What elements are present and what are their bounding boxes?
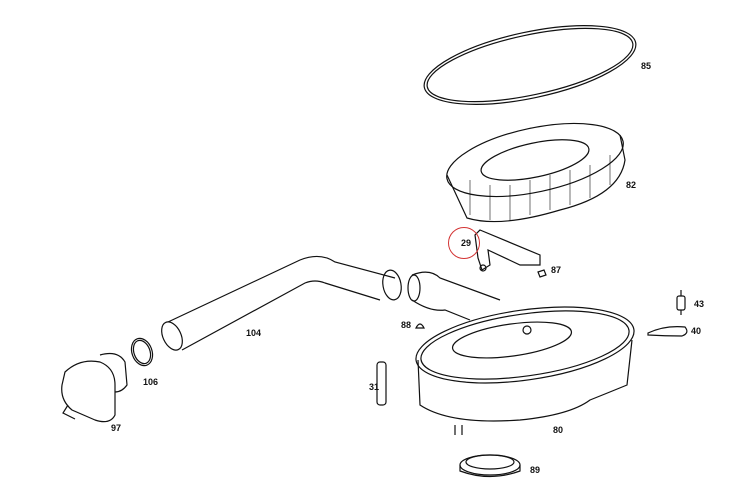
part-label-85[interactable]: 85	[641, 61, 652, 71]
bracket-29[interactable]	[474, 229, 541, 272]
part-label-106[interactable]: 106	[143, 377, 159, 387]
grommet-88[interactable]	[415, 323, 425, 329]
intake-pipe-104[interactable]	[158, 255, 404, 353]
part-label-97[interactable]: 97	[111, 423, 122, 433]
hose-clamp-106[interactable]	[128, 335, 156, 368]
plate-40[interactable]	[647, 326, 688, 337]
elbow-duct[interactable]	[407, 271, 501, 321]
part-label-88[interactable]: 88	[401, 320, 412, 330]
valve-43[interactable]	[676, 290, 686, 315]
gasket-ring-85[interactable]	[417, 10, 642, 119]
part-label-89[interactable]: 89	[530, 465, 541, 475]
part-label-40[interactable]: 40	[691, 326, 702, 336]
highlight-circle-29	[448, 227, 480, 259]
intake-funnel-97[interactable]	[61, 352, 128, 423]
filter-element-82[interactable]	[440, 110, 629, 223]
air-filter-housing-80[interactable]	[411, 295, 639, 435]
part-label-104[interactable]: 104	[246, 328, 262, 338]
part-label-43[interactable]: 43	[694, 299, 705, 309]
part-label-29[interactable]: 29	[461, 238, 472, 248]
part-label-82[interactable]: 82	[626, 180, 637, 190]
part-label-87[interactable]: 87	[551, 265, 562, 275]
part-label-31[interactable]: 31	[369, 382, 380, 392]
part-label-80[interactable]: 80	[553, 425, 564, 435]
tube-31[interactable]	[376, 361, 387, 406]
screw-87[interactable]	[537, 269, 547, 278]
seal-ring-89[interactable]	[459, 454, 521, 478]
